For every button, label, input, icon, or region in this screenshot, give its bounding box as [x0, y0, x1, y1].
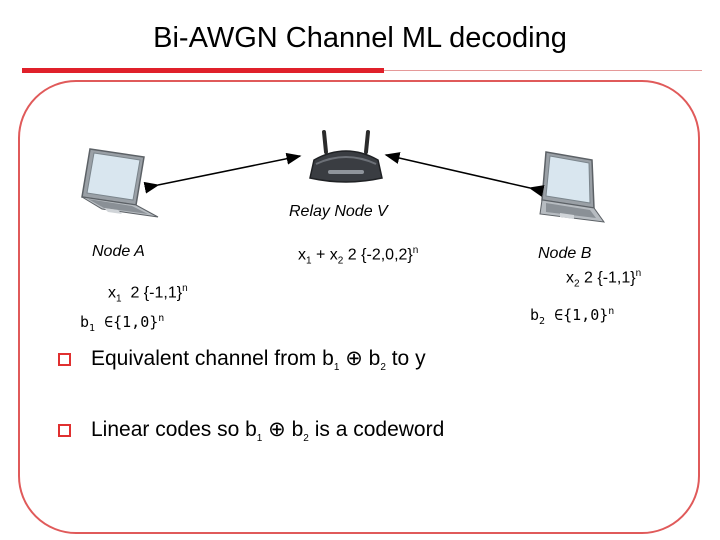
arrow-a-to-relay [143, 152, 302, 194]
bullet-text: Equivalent channel from b1 ⊕ b2 to y [91, 347, 426, 374]
router-icon [309, 130, 383, 183]
relay-sum-expression: x1 + x2 2 {-2,0,2}n [298, 245, 419, 267]
title-accent-bar [22, 68, 384, 73]
content-frame [18, 80, 700, 534]
bullet-square-icon [58, 424, 71, 438]
bullet-item: Equivalent channel from b1 ⊕ b2 to y [58, 346, 426, 373]
relay-node-label: Relay Node V [289, 203, 388, 220]
node-a-x-expression: x1 2 {-1,1}n [108, 283, 188, 305]
slide-title: Bi-AWGN Channel ML decoding [153, 22, 567, 54]
bullet-text: Linear codes so b1 ⊕ b2 is a codeword [91, 418, 445, 445]
laptop-icon [539, 151, 606, 223]
node-a-label: Node A [92, 243, 145, 260]
laptop-icon [81, 148, 159, 218]
arrow-b-to-relay [384, 152, 545, 197]
node-a-b-expression: b1 ∈{1,0}n [80, 313, 165, 334]
node-b-label: Node B [538, 245, 592, 262]
bullet-square-icon [58, 353, 71, 367]
node-b-b-expression: b2 ∈{1,0}n [530, 306, 615, 327]
node-b-x-expression: x2 2 {-1,1}n [566, 268, 642, 290]
bullet-item: Linear codes so b1 ⊕ b2 is a codeword [58, 417, 444, 444]
